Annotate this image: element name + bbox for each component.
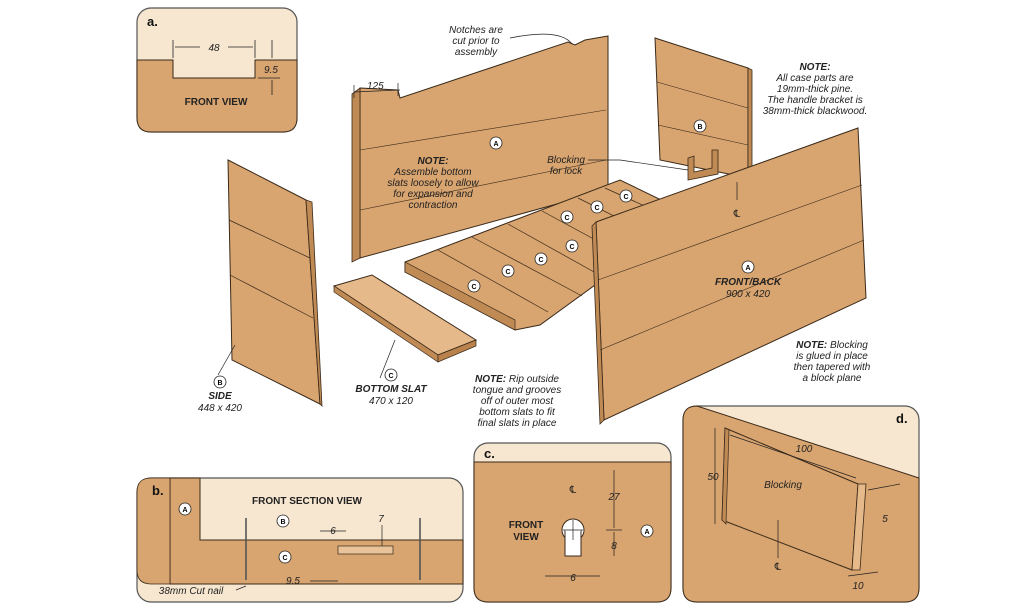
- side-title: SIDE: [208, 391, 232, 402]
- detail-d-title: Blocking: [764, 480, 802, 491]
- notch-width-dim: 125: [367, 81, 384, 92]
- detail-c-dim-27: 27: [607, 492, 620, 503]
- slat-note: NOTE: Assemble bottom slats loosely to a…: [387, 156, 479, 211]
- bottom-slat-title: BOTTOM SLAT: [355, 384, 427, 395]
- notches-note-line-2: cut prior to: [452, 36, 500, 47]
- detail-c-title-line-1: FRONT: [509, 520, 543, 531]
- rip-note-line-2: tongue and grooves: [473, 385, 561, 396]
- detail-d-panel: d. Blocking 100 50 5 10 ℄: [682, 405, 920, 603]
- bottom-slat-letter: C: [388, 373, 393, 380]
- single-bottom-slat: C BOTTOM SLAT 470 x 120: [332, 274, 478, 407]
- slat-letter-4: C: [569, 244, 574, 251]
- side-part-letter: B: [217, 380, 222, 387]
- slat-letter-3: C: [538, 257, 543, 264]
- blocking-note: NOTE: Blocking is glued in place then ta…: [794, 340, 871, 384]
- detail-d-tag: d.: [896, 411, 908, 426]
- detail-a-title: FRONT VIEW: [185, 97, 248, 108]
- case-note-head: NOTE:: [799, 62, 830, 73]
- rip-note-text-1: Rip outside: [509, 374, 559, 385]
- detail-c-letter-a: A: [644, 529, 649, 536]
- detail-a-width-dim: 48: [208, 43, 220, 54]
- detail-b-dim-7: 7: [378, 514, 384, 525]
- detail-d-dim-100: 100: [796, 444, 813, 455]
- slat-note-line-2: slats loosely to allow: [387, 178, 479, 189]
- detail-b-dim-95: 9.5: [286, 576, 300, 587]
- slat-letter-6: C: [594, 205, 599, 212]
- back-panel: 125 A: [351, 35, 609, 263]
- blocking-lock-line-2: for lock: [550, 166, 583, 177]
- detail-b-panel: b. FRONT SECTION VIEW A B C 6 7 9.5 38mm…: [136, 477, 464, 603]
- rip-note-head: NOTE:: [475, 374, 506, 385]
- blocking-note-line-3: then tapered with: [794, 362, 871, 373]
- side-right-part-letter: B: [697, 124, 702, 131]
- rip-note-line-5: final slats in place: [478, 418, 557, 429]
- detail-c-dim-6: 6: [570, 573, 576, 584]
- front-panel: ℄ A FRONT/BACK 900 x 420: [591, 127, 867, 425]
- rip-note-line-4: bottom slats to fit: [479, 407, 556, 418]
- slat-note-head: NOTE:: [417, 156, 448, 167]
- case-note-line-1: All case parts are: [775, 73, 854, 84]
- detail-d-dim-5: 5: [882, 514, 888, 525]
- blocking-note-line-4: a block plane: [803, 373, 862, 384]
- case-note-line-2: 19mm-thick pine.: [777, 84, 853, 95]
- notches-note-line-3: assembly: [455, 47, 498, 58]
- slat-note-line-4: contraction: [409, 200, 458, 211]
- slat-note-line-3: for expansion and: [393, 189, 473, 200]
- case-note-line-4: 38mm-thick blackwood.: [763, 106, 867, 117]
- rip-note: NOTE: Rip outside tongue and grooves off…: [473, 374, 561, 429]
- blocking-note-line-1: NOTE: Blocking: [796, 340, 868, 351]
- detail-b-title: FRONT SECTION VIEW: [252, 496, 363, 507]
- front-back-title: FRONT/BACK: [715, 277, 782, 288]
- detail-d-dim-10: 10: [852, 581, 864, 592]
- detail-b-letter-a: A: [182, 507, 187, 514]
- detail-b-nail-label: 38mm Cut nail: [159, 586, 224, 597]
- detail-b-letter-b: B: [280, 519, 285, 526]
- detail-c-tag: c.: [484, 446, 495, 461]
- front-centerline: ℄: [733, 209, 741, 220]
- notches-note-line-1: Notches are: [449, 25, 503, 36]
- side-size: 448 x 420: [198, 403, 242, 414]
- front-part-letter: A: [745, 265, 750, 272]
- detail-c-title-line-2: VIEW: [513, 532, 539, 543]
- detail-c-panel: c. FRONT VIEW ℄ 27 8 6 A: [473, 442, 672, 603]
- detail-a-depth-dim: 9.5: [264, 65, 278, 76]
- slat-letter-5: C: [564, 215, 569, 222]
- detail-d-dim-50: 50: [707, 472, 719, 483]
- detail-b-dim-6: 6: [330, 526, 336, 537]
- slat-letter-7: C: [623, 194, 628, 201]
- slat-letter-1: C: [471, 284, 476, 291]
- detail-a-panel: a. 48 9.5 FRONT VIEW: [136, 7, 298, 133]
- blocking-note-line-2: is glued in place: [796, 351, 868, 362]
- rip-note-line-3: off of outer most: [481, 396, 554, 407]
- detail-c-centerline: ℄: [569, 485, 577, 496]
- back-part-letter: A: [493, 141, 498, 148]
- blocking-note-head: NOTE:: [796, 340, 827, 351]
- blocking-lock-line-1: Blocking: [547, 155, 585, 166]
- rip-note-line-1: NOTE: Rip outside: [475, 374, 559, 385]
- notches-note: Notches are cut prior to assembly: [449, 25, 573, 58]
- lock-blocking: [687, 149, 719, 181]
- detail-b-tag: b.: [152, 483, 164, 498]
- blocking-note-text-1: Blocking: [830, 340, 868, 351]
- slat-letter-2: C: [505, 269, 510, 276]
- case-note-line-3: The handle bracket is: [767, 95, 863, 106]
- detail-b-letter-c: C: [282, 555, 287, 562]
- bottom-slat-size: 470 x 120: [369, 396, 413, 407]
- slat-note-line-1: Assemble bottom: [393, 167, 471, 178]
- detail-c-dim-8: 8: [611, 541, 617, 552]
- side-panel: B SIDE 448 x 420: [198, 159, 323, 414]
- detail-d-centerline: ℄: [774, 562, 782, 573]
- detail-a-tag: a.: [147, 14, 158, 29]
- side-panel-right: B: [654, 37, 753, 181]
- front-back-size: 900 x 420: [726, 289, 770, 300]
- blocking-lock-label: Blocking for lock: [547, 155, 689, 177]
- case-note: NOTE: All case parts are 19mm-thick pine…: [763, 62, 867, 117]
